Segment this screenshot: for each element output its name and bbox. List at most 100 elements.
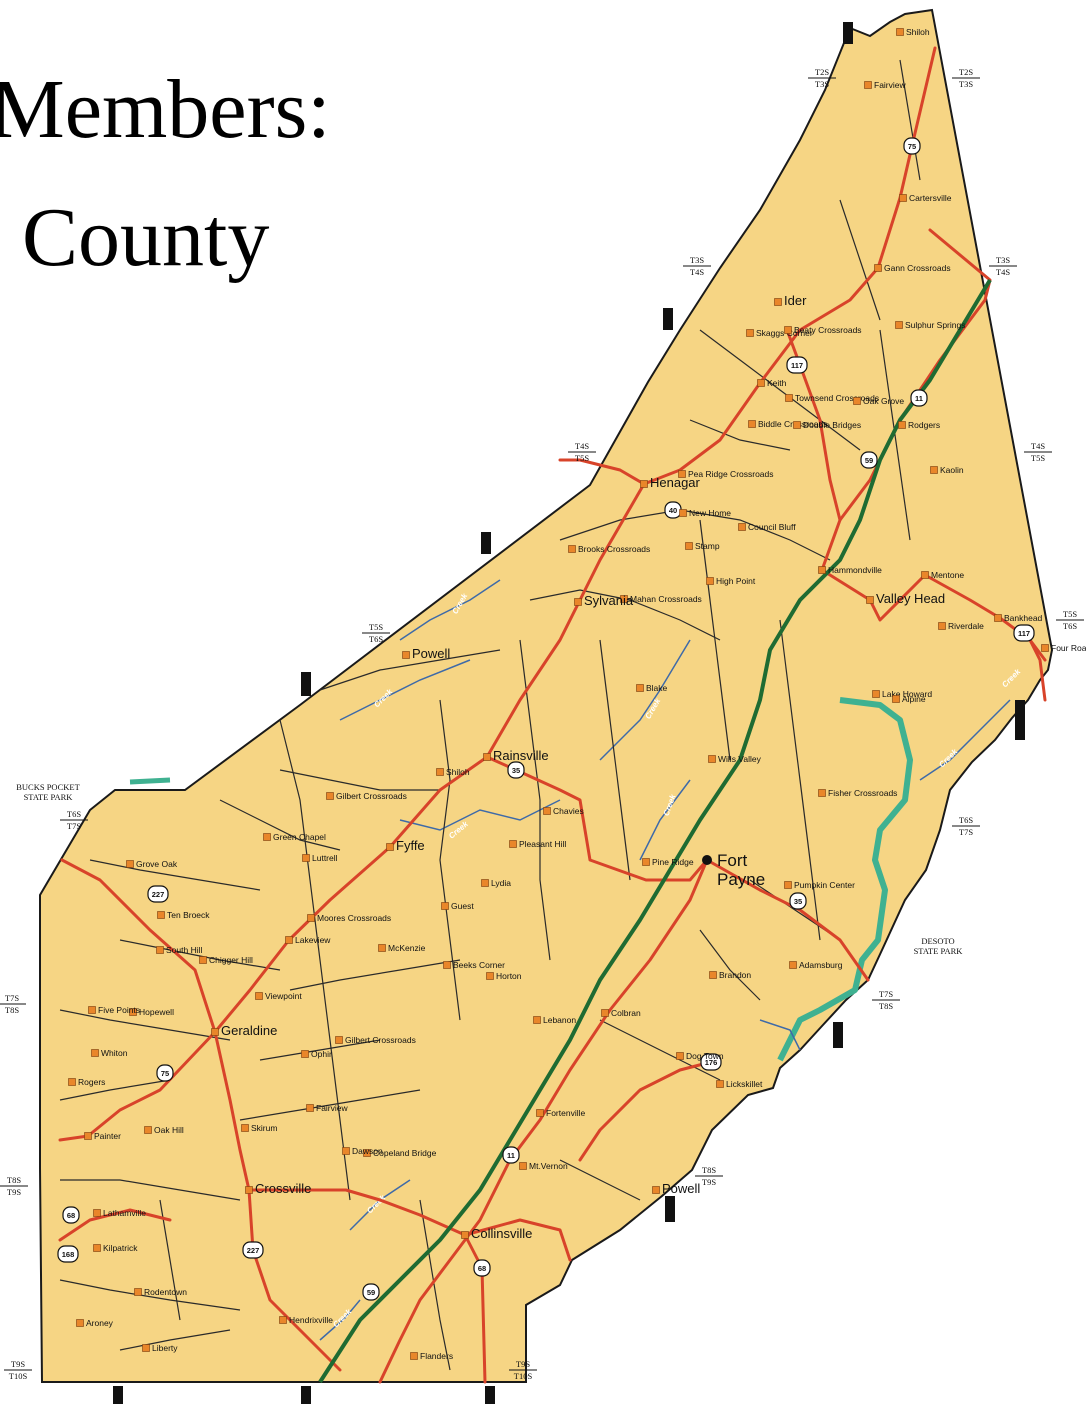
page-title-line-2: County [22,191,270,284]
township-mark-top: T8S [7,1175,21,1185]
town-marker [363,1149,371,1157]
township-mark-top: T5S [1063,609,1077,619]
town-name: Rogers [78,1077,105,1087]
county-road [899,59,921,181]
town-name: South Hill [166,945,202,955]
town-name: Fyffe [396,838,425,853]
township-mark-bottom: T9S [7,1187,21,1197]
town: McKenzie [378,943,426,953]
state-highway [558,458,646,486]
shield-number: 176 [705,1058,718,1067]
shield-number: 68 [67,1211,75,1220]
town: Oak Hill [144,1125,184,1135]
township-mark-bottom: T10S [9,1371,28,1381]
stream [919,699,1011,781]
town: Valley Head [866,591,945,606]
town: Sylvania [574,593,634,608]
town-name: Liberty [152,1343,178,1353]
town-name: Rainsville [493,748,549,763]
town: Riverdale [938,621,984,631]
town-name: Ten Broeck [167,910,210,920]
stream [319,1299,361,1341]
town-marker [738,523,746,531]
town-name: Colbran [611,1008,641,1018]
town-name: Oak Grove [863,396,904,406]
town-marker [685,542,693,550]
town: Blake [636,683,668,693]
town: Lathamville [93,1208,146,1218]
town-marker [156,946,164,954]
town: Henagar [640,475,701,490]
shield-number: 35 [512,766,520,775]
township-mark-bottom: T6S [1063,621,1077,631]
shield-number: 168 [62,1250,75,1259]
state-highway [60,858,342,1372]
shield-icon [1013,624,1035,642]
town-name: Lakeview [295,935,331,945]
township-mark-top: T9S [516,1359,530,1369]
town: Luttrell [302,853,338,863]
county-line-mark [665,1196,675,1222]
town-name: Gilbert Crossroads [345,1035,416,1045]
town-name: Collinsville [471,1226,532,1241]
town: Rogers [68,1077,105,1087]
town-name: New Home [689,508,731,518]
town-name: Copeland Bridge [373,1148,437,1158]
town-marker [1041,644,1049,652]
town-marker [241,1124,249,1132]
town: Horton [486,971,522,981]
highway-shield: 40 [664,501,682,519]
town-marker [285,936,293,944]
town: Moores Crossroads [307,913,391,923]
highway-shield: 168 [57,1245,79,1263]
town-marker [785,394,793,402]
town-name: Lathamville [103,1208,146,1218]
highway-shield: 35 [507,761,525,779]
park-name-line-2: STATE PARK [914,946,964,956]
town-marker [899,194,907,202]
town-name: Flanders [420,1351,453,1361]
county-road [59,1079,171,1101]
town-marker [157,911,165,919]
town-marker [706,577,714,585]
state-park-areas [129,697,913,1062]
town-marker [410,1352,418,1360]
town: Ophir [301,1049,332,1059]
town-name: Adamsburg [799,960,843,970]
township-mark-top: T9S [11,1359,25,1369]
shield-number: 11 [915,394,923,403]
county-road [279,769,440,791]
town-name: Four Roads [1051,643,1086,653]
town-marker [748,420,756,428]
shield-icon [910,389,928,407]
town-name: Moores Crossroads [317,913,391,923]
town: Biddle Crossroads [748,419,827,429]
town-name: Lake Howard [882,689,932,699]
shield-number: 40 [669,506,677,515]
town: Lebanon [533,1015,576,1025]
town: Pumpkin Center [784,880,855,890]
town-name: Bankhead [1004,613,1043,623]
township-mark-bottom: T3S [815,79,829,89]
township-mark-bottom: T6S [369,634,383,644]
town-name: Biddle Crossroads [758,419,827,429]
town-marker [88,1006,96,1014]
county-land [39,8,1054,1404]
county-line-mark [113,1386,123,1404]
town-marker [872,690,880,698]
shield-number: 227 [247,1246,260,1255]
town-marker [91,1049,99,1057]
county-road [60,1179,241,1201]
town-name: Mentone [931,570,964,580]
town-marker [543,807,551,815]
town-name: Fisher Crossroads [828,788,897,798]
township-mark-bottom: T10S [514,1371,533,1381]
town: Chavies [543,806,584,816]
county-road [119,1329,231,1351]
